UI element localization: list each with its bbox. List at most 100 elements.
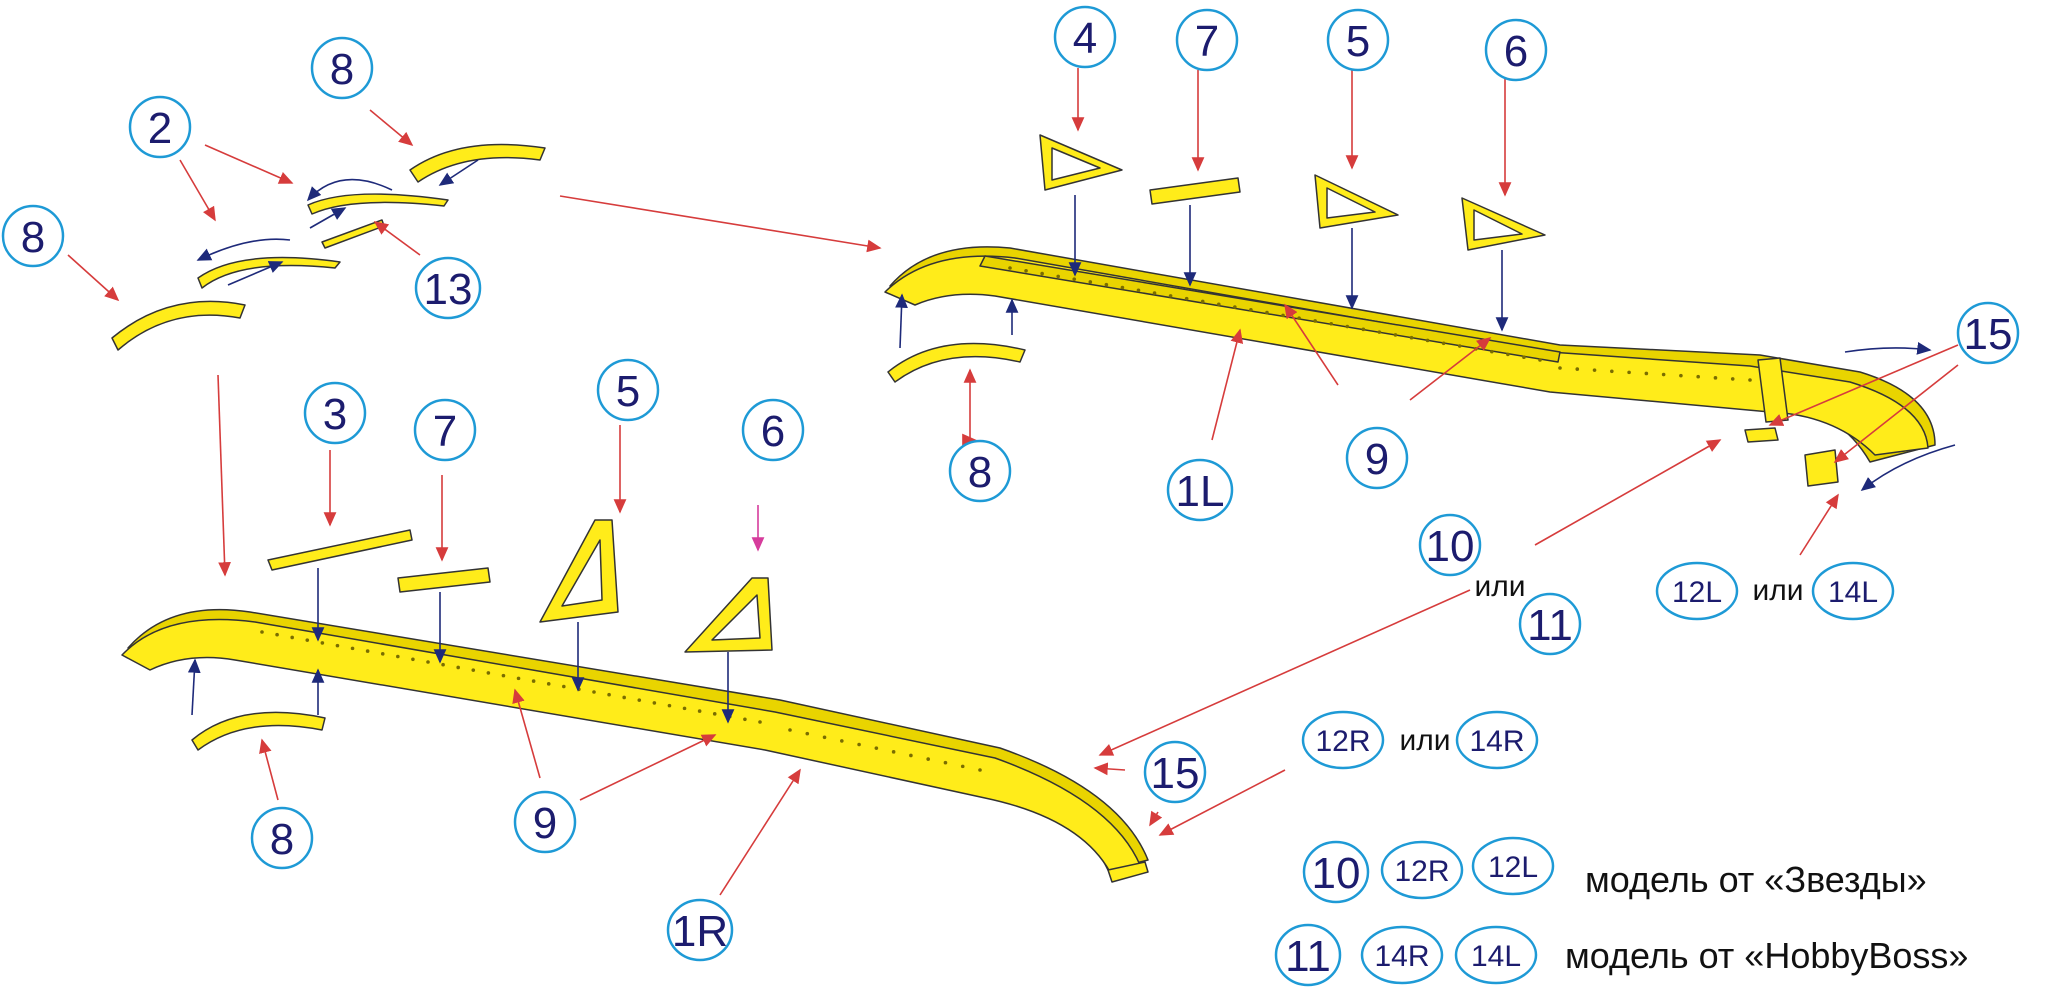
part-8-arc-upper-rail: [887, 342, 1026, 383]
callouts: 8 2 8 13 4 7 5 6 15 8 1L 9 10 или 11 12L…: [1, 5, 2020, 962]
svg-text:8: 8: [270, 815, 294, 864]
rivet-hole: [758, 720, 762, 724]
svg-text:6: 6: [1504, 27, 1528, 76]
upper-rail-blocks: [887, 134, 1546, 383]
callout-14R-top: 14R: [1455, 710, 1539, 770]
rivet-hole: [305, 638, 310, 642]
svg-text:10: 10: [1312, 849, 1361, 898]
rivet-hole: [1393, 333, 1398, 337]
rivet-hole: [380, 652, 385, 656]
rivet-hole: [592, 690, 596, 694]
svg-text:12L: 12L: [1488, 851, 1538, 884]
svg-text:14R: 14R: [1374, 940, 1429, 973]
part-5-triangle: [1314, 174, 1399, 229]
rivet-hole: [1506, 352, 1510, 357]
rivet-hole: [840, 739, 844, 743]
rivet-hole: [546, 682, 551, 686]
callout-12L: 12L: [1655, 561, 1739, 621]
svg-text:5: 5: [616, 367, 640, 416]
rivet-hole: [822, 735, 827, 740]
rivet-hole: [1644, 371, 1649, 376]
rivet-hole: [501, 673, 506, 678]
rivet-hole: [1040, 271, 1044, 276]
part-7-box: [1149, 177, 1241, 205]
rivet-hole: [682, 706, 687, 711]
rivet-hole: [1088, 280, 1093, 284]
rivet-hole: [1538, 358, 1542, 362]
rivet-hole: [1297, 316, 1301, 320]
callout-8-mid: 8: [948, 439, 1012, 503]
svg-text:14L: 14L: [1471, 940, 1521, 973]
part-13-strip: [321, 219, 385, 249]
callout-7-bottom: 7: [413, 398, 477, 462]
part-2-strip-b: [307, 193, 449, 215]
rivet-hole: [926, 757, 930, 761]
rivet-hole: [697, 709, 702, 713]
arrows: [67, 68, 1959, 896]
part-5-triangle-lower: [539, 519, 619, 623]
callout-12R-top: 12R: [1301, 710, 1385, 770]
svg-text:14R: 14R: [1469, 725, 1524, 758]
rivet-hole: [1748, 378, 1752, 382]
callout-5-top: 5: [1326, 8, 1390, 72]
rivet-hole: [1558, 366, 1562, 370]
rivet-hole: [1072, 277, 1077, 281]
rivet-hole: [1008, 266, 1012, 270]
rivet-hole: [857, 742, 861, 747]
callout-9-top: 9: [1345, 426, 1409, 490]
rivet-hole: [1661, 372, 1666, 377]
part-2-strip-a: [197, 256, 341, 289]
callout-1L: 1L: [1166, 458, 1234, 522]
rivet-hole: [350, 646, 355, 651]
svg-text:13: 13: [424, 265, 473, 314]
rivet-hole: [320, 641, 325, 645]
rivet-hole: [1281, 313, 1285, 318]
svg-text:15: 15: [1964, 310, 2013, 359]
rivet-hole: [1136, 288, 1141, 293]
rivet-hole: [1216, 302, 1221, 307]
rivet-hole: [1152, 291, 1157, 295]
rail-1L-holes: [1008, 266, 1752, 382]
rivet-hole: [1425, 338, 1430, 343]
rail-1L: [884, 246, 1936, 487]
rivet-hole: [874, 746, 879, 750]
svg-text:8: 8: [21, 213, 45, 262]
part-8-arc-lower-rail: [191, 711, 326, 751]
rivet-hole: [290, 635, 294, 640]
svg-text:5: 5: [1346, 17, 1370, 66]
rivet-hole: [1024, 268, 1028, 273]
rivet-hole: [788, 728, 792, 732]
svg-text:4: 4: [1073, 14, 1097, 63]
svg-text:7: 7: [1195, 17, 1219, 66]
rivet-hole: [1696, 374, 1700, 379]
rivet-hole: [1457, 344, 1462, 348]
rivet-hole: [978, 768, 982, 772]
rivet-hole: [1713, 376, 1718, 380]
legend-zvezda-text: модель от «Звезды»: [1585, 859, 1927, 900]
rivet-hole: [712, 712, 717, 716]
lower-rail-blocks: [191, 519, 773, 751]
rivet-hole: [1610, 369, 1614, 374]
rivet-hole: [1120, 285, 1125, 290]
callout-3: 3: [303, 381, 367, 445]
rivet-hole: [622, 695, 626, 700]
rivet-hole: [411, 657, 415, 662]
svg-text:1R: 1R: [672, 907, 728, 956]
rivet-hole: [426, 660, 430, 664]
rivet-hole: [456, 665, 460, 670]
rivet-hole: [960, 764, 965, 769]
legend-hobbyboss-text: модель от «HobbyBoss»: [1565, 935, 1968, 976]
svg-text:3: 3: [323, 390, 347, 439]
svg-text:11: 11: [1285, 932, 1331, 981]
callout-15-bottom: 15: [1143, 740, 1207, 804]
rivet-hole: [1345, 324, 1350, 329]
rivet-hole: [805, 731, 810, 736]
rivet-hole: [743, 717, 747, 722]
rivet-hole: [1184, 296, 1189, 301]
svg-text:6: 6: [761, 407, 785, 456]
rivet-hole: [1361, 327, 1366, 332]
callout-8-bottom: 8: [250, 806, 314, 870]
svg-text:10: 10: [1426, 522, 1475, 571]
rivet-hole: [1592, 368, 1597, 372]
